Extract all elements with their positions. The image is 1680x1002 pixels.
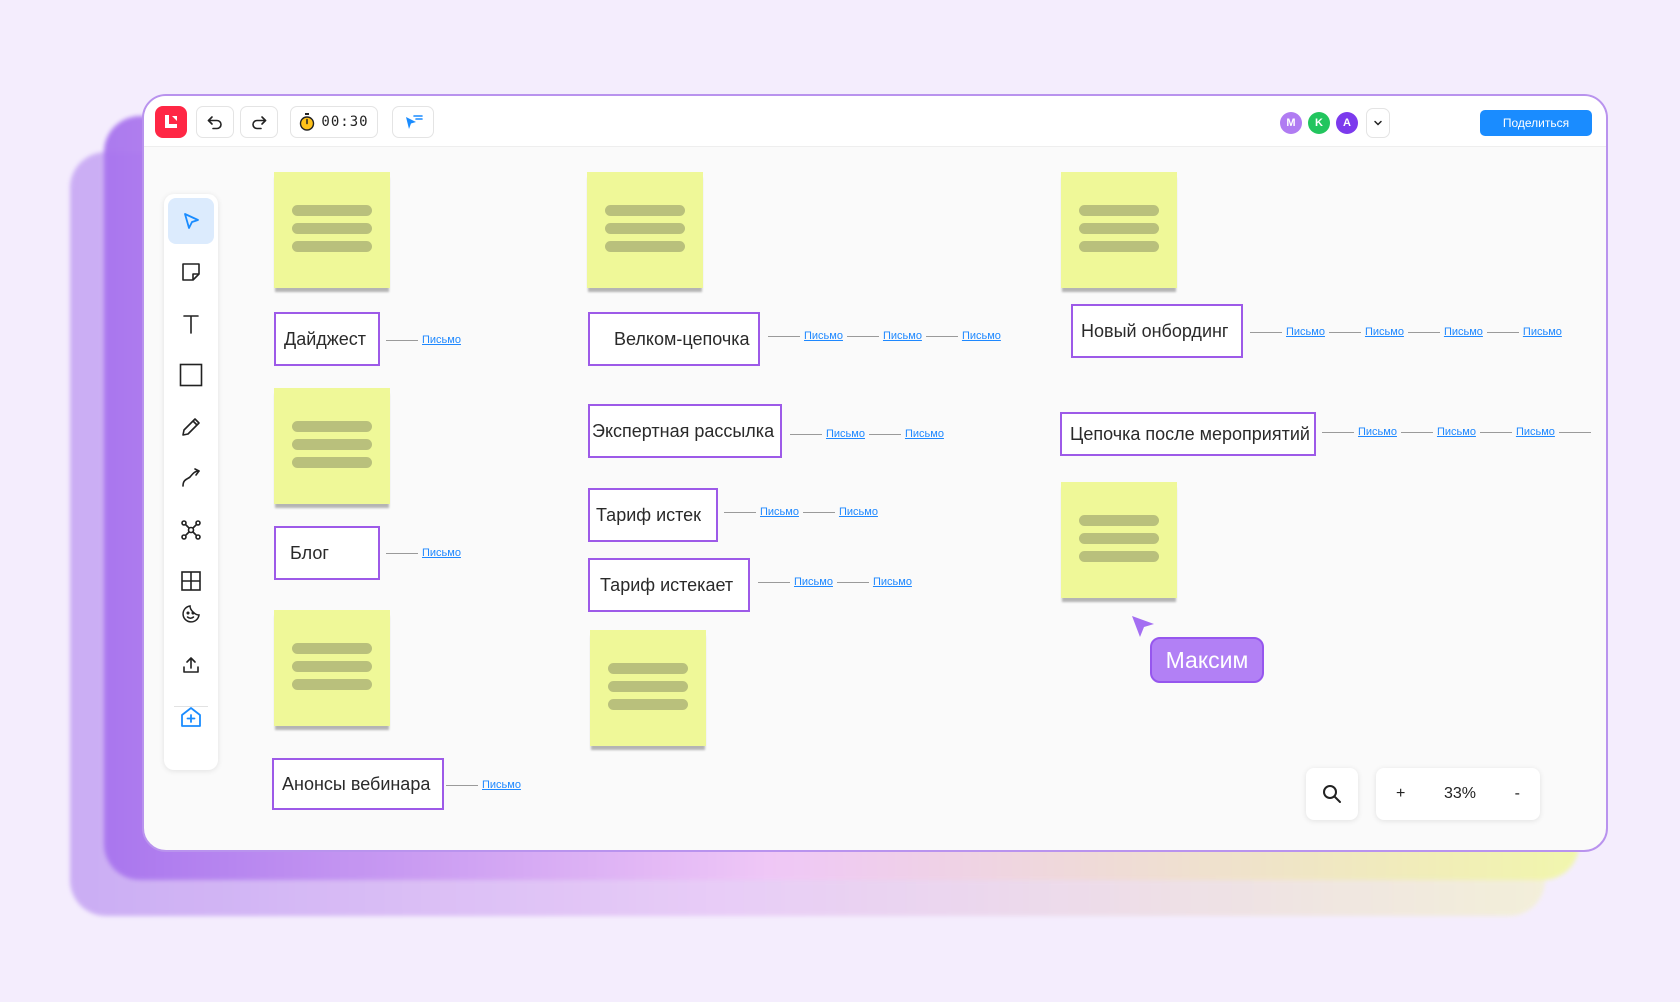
email-link[interactable]: Письмо	[482, 779, 521, 791]
email-link[interactable]: Письмо	[826, 428, 865, 440]
rectangle-icon	[179, 363, 203, 387]
email-link[interactable]: Письмо	[1436, 426, 1476, 438]
link-chain: Письмо	[442, 779, 521, 791]
email-link[interactable]: Письмо	[794, 576, 833, 588]
search-icon	[1323, 785, 1341, 803]
avatar-m[interactable]: M	[1280, 112, 1302, 134]
frame-box[interactable]: Новый онбординг	[1071, 304, 1243, 358]
frame-box[interactable]: Велком-цепочка	[588, 312, 760, 366]
toolbar-divider	[174, 706, 208, 707]
tool-upload[interactable]	[168, 642, 214, 688]
link-chain: Письмо Письмо Письмо	[764, 330, 1001, 342]
undo-icon	[207, 116, 222, 130]
share-button[interactable]: Поделиться	[1480, 110, 1592, 136]
zoom-in-button[interactable]: +	[1396, 785, 1406, 802]
undo-button[interactable]	[196, 106, 234, 138]
sticky-note-icon	[182, 263, 200, 281]
tools-panel	[164, 194, 218, 770]
redo-icon	[252, 116, 267, 130]
follow-cursor-button[interactable]	[392, 106, 434, 138]
email-link[interactable]: Письмо	[760, 506, 799, 518]
select-icon	[184, 213, 199, 229]
link-chain: Письмо Письмо Письмо Письмо	[1246, 326, 1562, 338]
zoom-out-button[interactable]: -	[1514, 785, 1520, 802]
tool-pencil[interactable]	[168, 404, 214, 450]
email-link[interactable]: Письмо	[882, 330, 922, 342]
add-board-icon	[181, 707, 201, 727]
zoom-level: 33%	[1443, 785, 1477, 802]
upload-icon	[183, 657, 199, 673]
pencil-icon	[182, 418, 200, 436]
sticky-note[interactable]	[274, 172, 390, 288]
tool-rectangle[interactable]	[168, 352, 214, 398]
stopwatch-icon	[300, 113, 315, 131]
frame-box[interactable]: Тариф истекает	[588, 558, 750, 612]
mindmap-icon	[181, 520, 201, 540]
table-icon	[181, 571, 201, 591]
board-window: 00:30 M K A Поделиться	[142, 94, 1608, 852]
tool-stickers[interactable]	[168, 591, 214, 637]
frame-box[interactable]: Экспертная рассылка	[588, 404, 782, 458]
tool-connector[interactable]	[168, 455, 214, 501]
link-chain: Письмо Письмо Письмо	[1318, 426, 1595, 438]
link-chain: Письмо Письмо	[786, 428, 944, 440]
presentation-cursor-icon	[406, 115, 423, 129]
tool-sticky-note[interactable]	[168, 249, 214, 295]
tool-text[interactable]	[168, 301, 214, 347]
email-link[interactable]: Письмо	[422, 334, 461, 346]
app-logo[interactable]	[155, 106, 187, 138]
sticky-note[interactable]	[274, 388, 390, 504]
redo-button[interactable]	[240, 106, 278, 138]
email-link[interactable]: Письмо	[904, 428, 944, 440]
connector-icon	[182, 468, 200, 487]
search-button[interactable]	[1306, 768, 1358, 820]
avatar-a[interactable]: A	[1336, 112, 1358, 134]
tool-add-board[interactable]	[168, 694, 214, 740]
email-link[interactable]: Письмо	[1522, 326, 1562, 338]
sticky-note[interactable]	[1061, 172, 1177, 288]
sticky-note[interactable]	[590, 630, 706, 746]
link-chain: Письмо Письмо	[720, 506, 878, 518]
email-link[interactable]: Письмо	[838, 506, 878, 518]
sticky-note[interactable]	[587, 172, 703, 288]
zoom-control: + 33% -	[1376, 768, 1540, 820]
email-link[interactable]: Письмо	[804, 330, 843, 342]
frame-box[interactable]: Анонсы вебинара	[272, 758, 444, 810]
tool-select[interactable]	[168, 198, 214, 244]
email-link[interactable]: Письмо	[1443, 326, 1483, 338]
tool-mindmap[interactable]	[168, 507, 214, 553]
email-link[interactable]: Письмо	[1515, 426, 1555, 438]
email-link[interactable]: Письмо	[1358, 426, 1397, 438]
sticky-note[interactable]	[1061, 482, 1177, 598]
logo-icon	[165, 115, 177, 128]
text-icon	[183, 315, 199, 334]
timer-value: 00:30	[321, 114, 369, 130]
sticker-icon	[182, 605, 200, 623]
tool-table[interactable]	[168, 558, 214, 604]
frame-box[interactable]: Цепочка после мероприятий	[1060, 412, 1316, 456]
top-bar: 00:30 M K A Поделиться	[144, 96, 1606, 147]
frame-box[interactable]: Блог	[274, 526, 380, 580]
avatar-k[interactable]: K	[1308, 112, 1330, 134]
link-chain: Письмо Письмо	[754, 576, 912, 588]
email-link[interactable]: Письмо	[1364, 326, 1404, 338]
collaborator-cursor-icon	[1132, 616, 1154, 637]
users-dropdown-button[interactable]	[1366, 108, 1390, 138]
frame-box[interactable]: Тариф истек	[588, 488, 718, 542]
email-link[interactable]: Письмо	[872, 576, 912, 588]
email-link[interactable]: Письмо	[422, 547, 461, 559]
sticky-note[interactable]	[274, 610, 390, 726]
link-chain: Письмо	[382, 334, 461, 346]
chevron-down-icon	[1374, 120, 1382, 126]
email-link[interactable]: Письмо	[961, 330, 1001, 342]
link-chain: Письмо	[382, 547, 461, 559]
frame-box[interactable]: Дайджест	[274, 312, 380, 366]
timer-button[interactable]: 00:30	[290, 106, 378, 138]
email-link[interactable]: Письмо	[1286, 326, 1325, 338]
collaborator-name-label: Максим	[1150, 637, 1264, 683]
